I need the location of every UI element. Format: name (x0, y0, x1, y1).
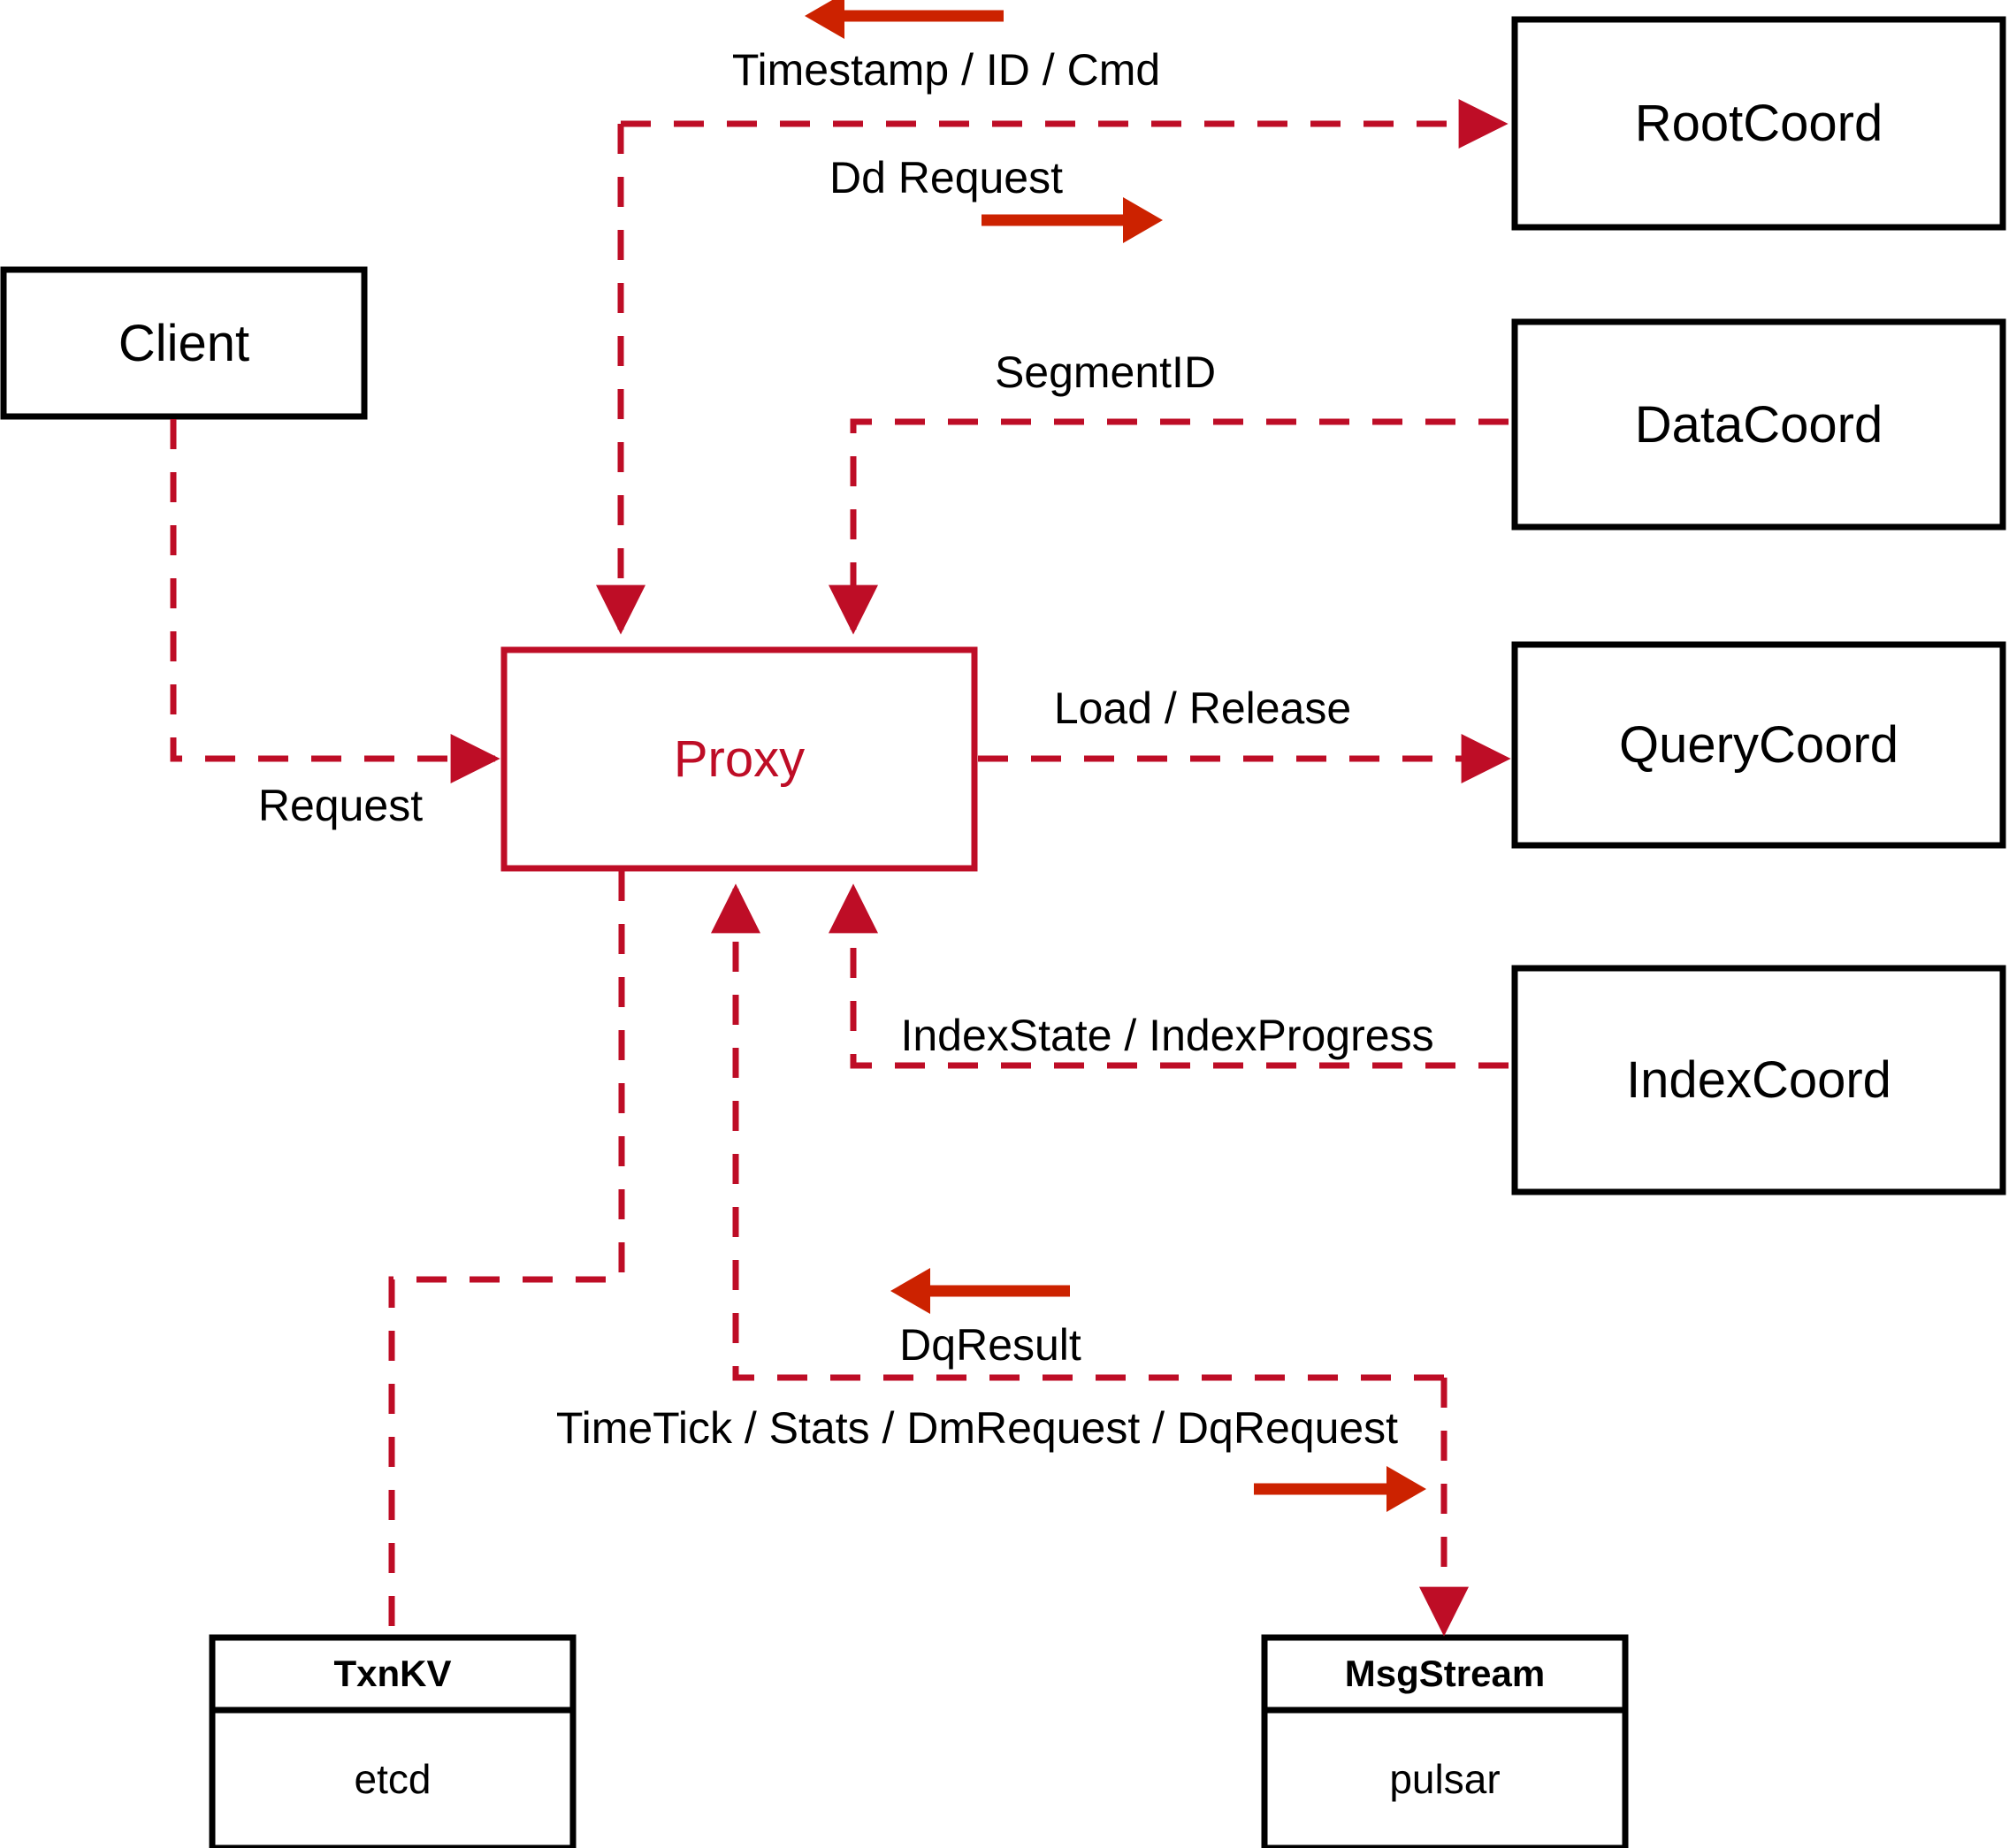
edge-label-request: Request (257, 781, 424, 830)
edge-proxy-to-txnkv (388, 871, 625, 1635)
dd-request-direction-arrow (982, 197, 1163, 243)
edge-msgstream-to-proxy (711, 883, 1444, 1381)
timestamp-direction-arrow (805, 0, 1004, 39)
dqresult-direction-arrow (890, 1268, 1070, 1314)
edge-label-load-release: Load / Release (1053, 683, 1352, 733)
edge-label-dq-result: DqResult (899, 1320, 1081, 1370)
client-box[interactable] (0, 266, 368, 420)
proxy-box[interactable] (500, 646, 978, 872)
root-coord-box[interactable] (1511, 16, 2006, 231)
timetick-direction-arrow (1254, 1466, 1426, 1512)
txnkv-box[interactable] (209, 1634, 577, 1848)
edge-label-index-state-progress: IndexState / IndexProgress (900, 1011, 1434, 1060)
msgstream-box[interactable] (1261, 1634, 1629, 1848)
edge-label-timestamp-id-cmd: Timestamp / ID / Cmd (731, 45, 1161, 95)
edge-label-timetick-stats: TimeTick / Stats / DmRequest / DqRequest (555, 1403, 1399, 1453)
edge-client-to-proxy (170, 419, 500, 783)
edge-label-dd-request: Dd Request (829, 153, 1064, 202)
edge-indexcoord-to-proxy (829, 883, 1509, 1069)
query-coord-box[interactable] (1511, 641, 2006, 849)
edge-datacoord-to-proxy (829, 418, 1509, 635)
index-coord-box[interactable] (1511, 965, 2006, 1195)
edge-label-segment-id: SegmentID (994, 347, 1217, 397)
data-coord-box[interactable] (1511, 318, 2006, 531)
